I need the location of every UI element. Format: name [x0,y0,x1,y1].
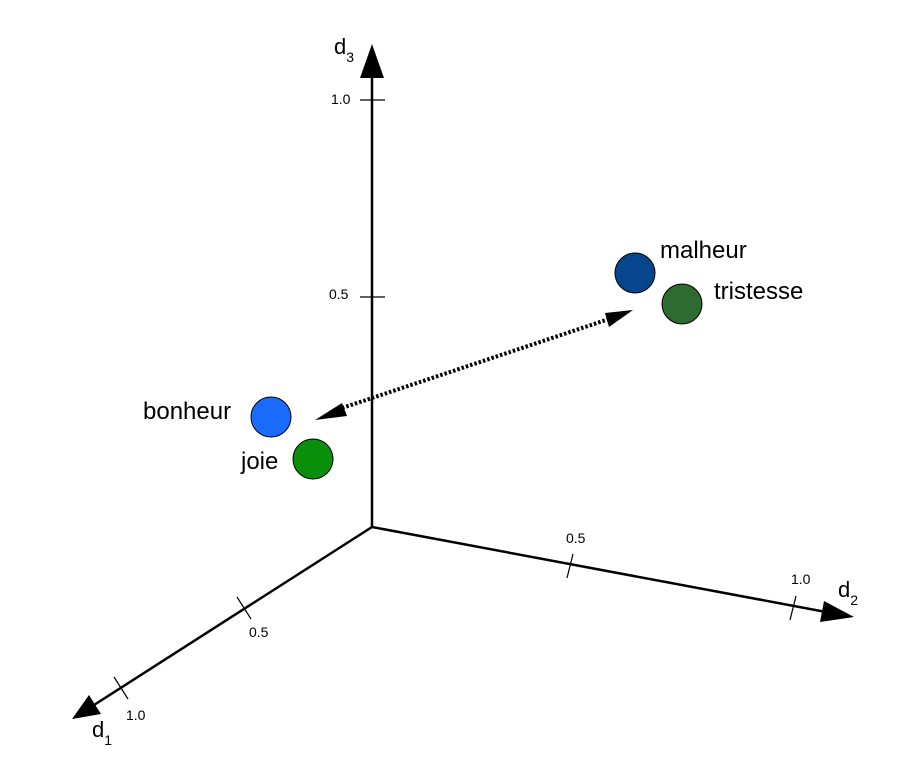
axis-d3-tick-label-10: 1.0 [331,91,351,107]
word-dot-joie [292,438,334,480]
axis-d3-arrowhead [360,44,384,78]
axis-d2-line [371,525,827,614]
axis-d1-tick-label-05: 0.5 [249,624,269,640]
axis-d1-arrowhead [72,695,101,719]
word-point-joie: joie [240,438,334,480]
axis-d2-label: d2 [838,577,858,608]
axis-d1-line [93,525,373,707]
axis-d2-arrowhead [820,601,854,622]
word-point-tristesse: tristesse [661,278,803,325]
axis-d3-tick-label-05: 0.5 [329,286,349,302]
word-point-bonheur: bonheur [143,396,292,438]
word-dot-tristesse [661,283,703,325]
axis-d1-tick-10 [113,676,129,700]
word-dot-bonheur [250,396,292,438]
distance-arrow-head-left [315,403,347,420]
axis-d1-tick-label-10: 1.0 [126,707,146,723]
word-label-malheur: malheur [660,237,747,264]
word-label-bonheur: bonheur [143,398,231,425]
axis-d1: 0.5 1.0 d1 [72,525,373,748]
axis-d3-label: d3 [334,34,354,65]
word-label-tristesse: tristesse [714,278,803,305]
distance-arrow-head-right [605,310,633,327]
word-dot-malheur [614,252,656,294]
axis-d1-label: d1 [92,717,112,748]
axis-d1-tick-05 [236,596,252,620]
word-point-malheur: malheur [614,237,747,294]
axis-d2: 0.5 1.0 d2 [371,525,858,622]
distance-arrow [341,316,613,410]
axis-d3: 0.5 1.0 d3 [329,34,385,527]
axis-d2-tick-05 [566,553,574,579]
axis-d2-tick-10 [789,595,797,621]
word-label-joie: joie [240,448,278,475]
axis-d2-tick-label-05: 0.5 [566,530,586,546]
axis-d2-tick-label-10: 1.0 [791,571,811,587]
